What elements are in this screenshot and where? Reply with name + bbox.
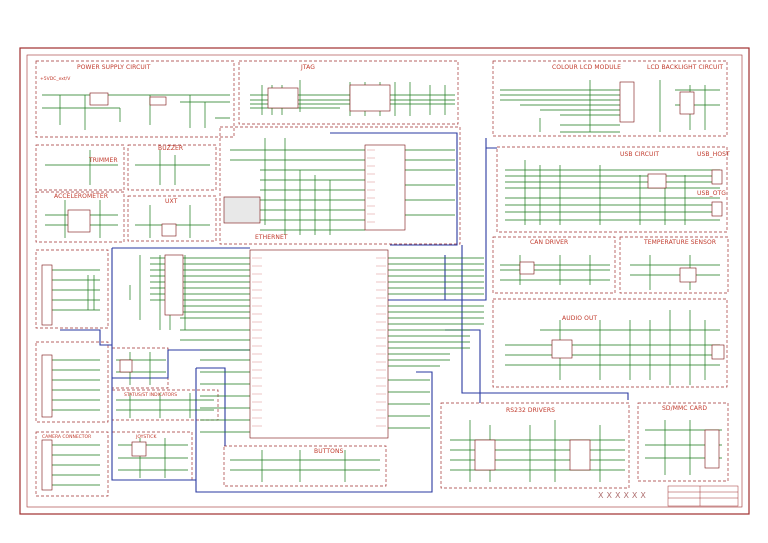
block-lcd [492,60,728,137]
bus-status [112,349,250,379]
label-uxt: UXT [165,198,178,205]
label-temperature: TEMPERATURE SENSOR [643,239,716,246]
jtag-header-1 [267,87,299,109]
title-block [667,485,739,507]
block-sdmmc [637,402,729,482]
label-usb: USB CIRCUIT [620,151,659,158]
label-status: STATUS/ST INDICATORS [124,392,177,398]
title-block-frame [667,485,739,507]
label-sdmmc: SD/MMC CARD [662,405,707,412]
sheet-outer-frame [19,47,750,515]
status-ic [119,359,133,373]
mcu-side-header [164,254,184,316]
block-ethernet [219,126,461,245]
block-camera [35,431,109,497]
block-buttons [223,445,387,487]
block-buzzer [127,144,217,191]
sd-socket [704,429,720,469]
block-accelerometer [35,191,125,243]
block-jtag [238,60,459,125]
bus-left-conn [60,329,112,346]
block-can [492,236,616,294]
power-regulator [89,92,109,106]
jtag-header-2 [349,84,391,112]
temp-ic [679,267,697,283]
block-borders [35,60,729,497]
block-audio [492,298,728,388]
label-trimmer: TRIMMER [88,157,118,164]
block-temp [619,236,729,294]
label-power: POWER SUPPLY CIRCUIT [77,64,151,71]
label-lcd: COLOUR LCD MODULE [552,64,621,71]
label-buttons: BUTTONS [314,448,344,455]
ethernet-jack [223,196,261,224]
label-ethernet: ETHERNET [255,234,288,241]
block-usb [496,146,728,233]
audio-ic [551,339,573,359]
uxt-conn [161,223,177,237]
components [41,81,725,491]
block-left-conn-2 [35,341,109,423]
lcd-connector [619,81,635,123]
bottom-marks: XXXXXX [598,491,649,500]
mcu-pin-ticks [252,149,386,427]
mcu-chip [249,249,389,439]
label-joystick: JOYSTICK [135,434,157,440]
usb-host-conn [711,169,723,185]
label-usb-host: USB_HOST [697,151,730,158]
block-power [35,60,235,138]
can-ic [519,261,535,275]
left-header-2 [41,354,53,418]
label-usb-otg: USB_OTG [697,190,726,197]
label-camera: CAMERA CONNECTOR [42,434,91,440]
accel-ic [67,209,91,233]
block-trimmer [35,144,125,191]
ethernet-phy-chip [364,144,406,231]
label-buzzer: BUZZER [158,145,183,152]
bus-left-loop [111,247,433,493]
block-uxt [127,195,217,242]
joystick-body [131,441,147,457]
label-backlight: LCD BACKLIGHT CIRCUIT [647,64,723,71]
label-accelerometer: ACCELEROMETER [54,193,108,200]
rs232-ic-2 [569,439,591,471]
left-header-1 [41,264,53,326]
block-rs232 [440,402,630,489]
bus-lower [195,367,226,480]
label-rs232: RS232 DRIVERS [506,407,555,414]
rs232-ic-1 [474,439,496,471]
usb-ic [647,173,667,189]
audio-jack [711,344,725,360]
power-ic-2 [149,96,167,106]
left-header-3 [41,439,53,491]
label-can: CAN DRIVER [530,239,568,246]
label-audio: AUDIO OUT [562,315,597,322]
bus-mid [384,148,487,301]
block-left-conn-1 [35,249,109,329]
usb-otg-conn [711,201,723,217]
bus-lines [60,132,629,493]
sheet-inner-frame [26,54,743,508]
bus-top-loop [330,132,458,246]
label-jtag: JTAG [300,64,315,71]
label-net-5v: +5VDC_ext/V [40,76,71,82]
bus-right [461,138,629,400]
backlight-ic [679,91,695,115]
